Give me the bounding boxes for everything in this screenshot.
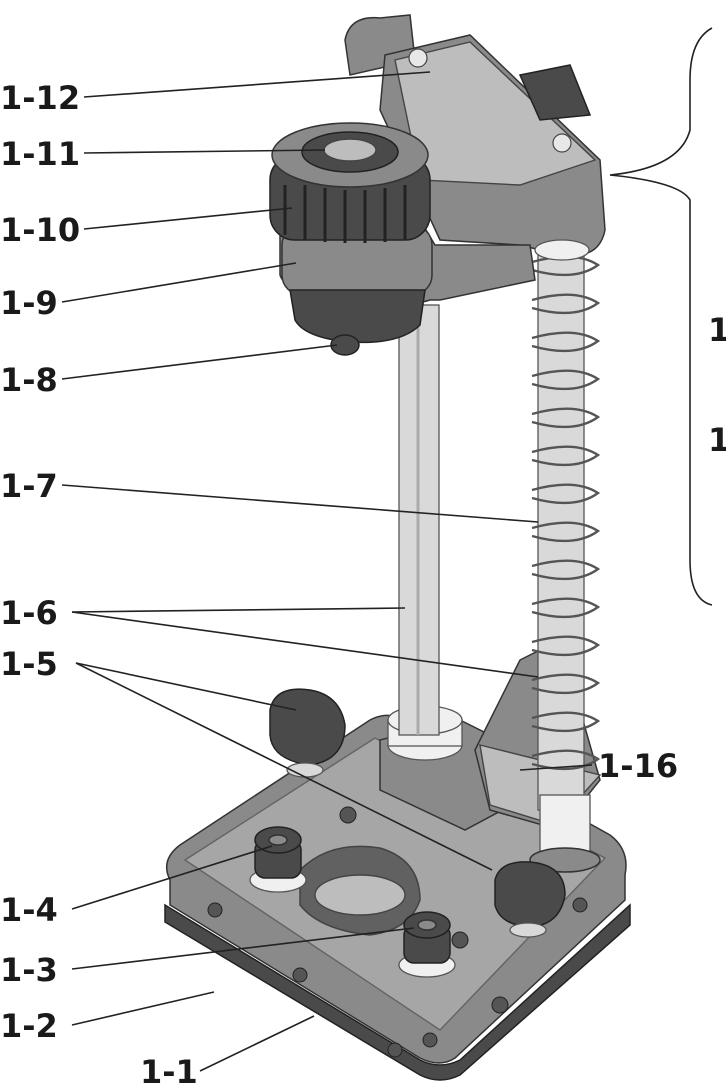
label-1-6: 1-6 [0,594,58,632]
label-edge-b: 1 [708,421,726,459]
leader-1-7 [61,484,539,523]
label-1-3: 1-3 [0,951,58,989]
label-1-7: 1-7 [0,467,58,505]
top-bracket [344,14,606,261]
leader-1-5b [75,662,493,871]
label-1-16: 1-16 [598,747,678,785]
leader-1-2 [71,991,215,1026]
callout-brace [609,27,713,606]
label-1-10: 1-10 [0,211,80,249]
leader-lines [61,71,593,1072]
leader-1-16 [519,764,593,771]
leader-1-11 [83,149,326,154]
spring [531,255,601,771]
label-edge-a: 1 [708,311,726,349]
label-1-9: 1-9 [0,284,58,322]
leader-1-3 [71,927,415,970]
leader-1-8 [61,344,338,380]
leader-1-10 [83,207,293,230]
leader-1-9 [61,262,297,303]
clamp-screw-lower [398,911,456,978]
label-1-12: 1-12 [0,79,80,117]
leader-1-12 [83,71,431,98]
clamp-screw-upper [249,826,307,893]
label-1-4: 1-4 [0,891,58,929]
label-1-11: 1-11 [0,135,80,173]
column [398,304,440,736]
leader-1-6a [71,607,406,613]
label-1-5: 1-5 [0,645,58,683]
motor-holder [269,122,536,356]
wing-knob-right [494,861,566,938]
leader-1-6b [71,611,539,678]
label-1-2: 1-2 [0,1007,58,1045]
leader-1-5a [75,662,297,711]
callout-labels: 1-12 1-11 1-10 1-9 1-8 1-7 1-6 1-5 1-16 … [0,79,726,1089]
leader-1-1 [199,1015,315,1072]
spring-column [529,249,601,873]
label-1-8: 1-8 [0,361,58,399]
leader-1-4 [71,845,273,910]
label-1-1: 1-1 [140,1053,198,1085]
